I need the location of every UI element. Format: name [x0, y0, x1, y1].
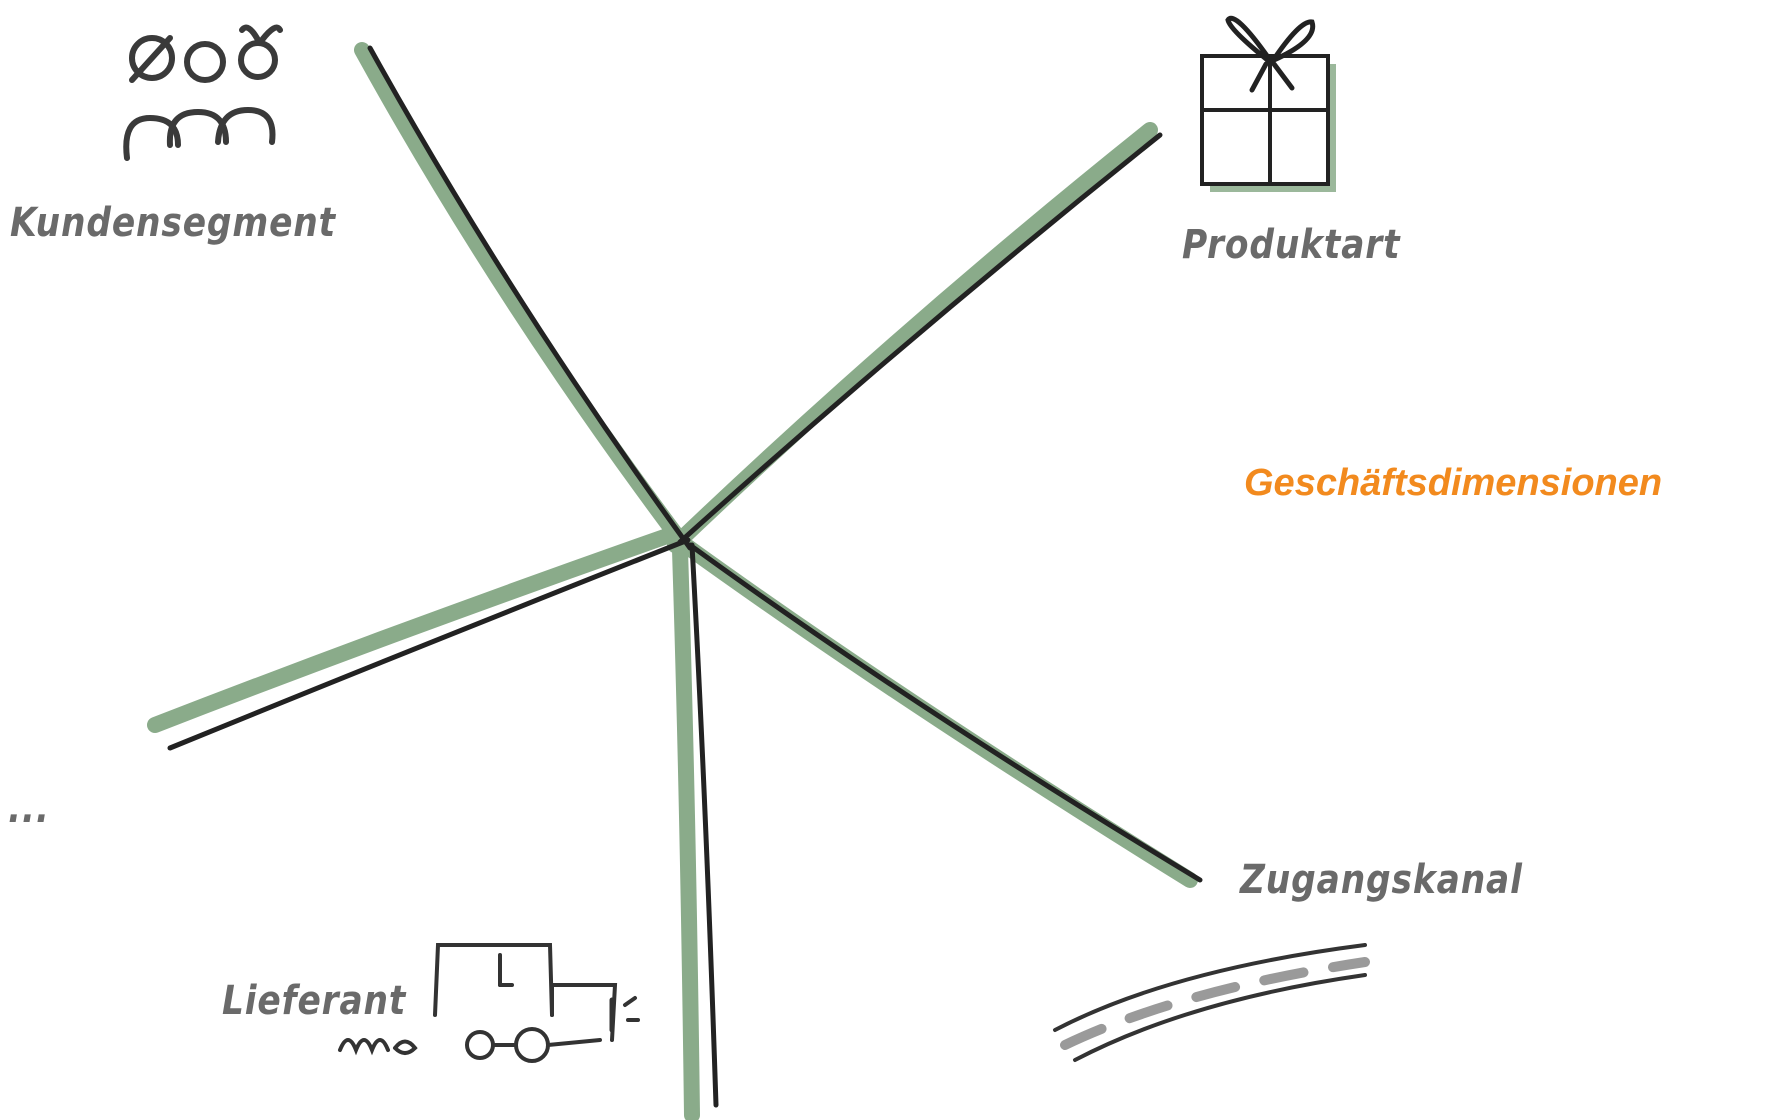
diagram-title: Geschäftsdimensionen — [1244, 462, 1662, 505]
dimension-label-kundensegment: Kundensegment — [10, 200, 336, 246]
dimension-label-zugangskanal: Zugangskanal — [1240, 857, 1523, 903]
more-dimensions-ellipsis: ... — [8, 786, 50, 832]
road-icon — [1055, 945, 1365, 1060]
dimension-label-produktart: Produktart — [1182, 222, 1400, 268]
dimension-label-lieferant: Lieferant — [222, 978, 406, 1024]
people-icon — [126, 28, 280, 158]
gift-icon — [1202, 18, 1336, 192]
